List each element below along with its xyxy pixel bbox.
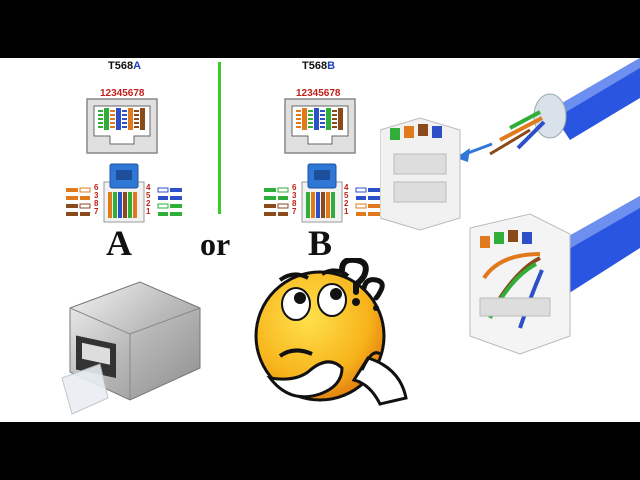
t568b-letter: B [327, 60, 336, 72]
t568b-rj45-socket-icon [284, 98, 356, 154]
t568a-letter: A [133, 60, 142, 72]
t568a-pin-numbers: 12345678 [100, 88, 145, 99]
ethernet-cable-icon [456, 58, 640, 162]
t568b-left-pair-numbers: 6 3 8 7 [292, 183, 297, 216]
thumbnail-canvas: T568A 12345678 [0, 58, 640, 422]
question-mark-icon [339, 258, 385, 311]
t568a-title: T568A [108, 60, 141, 72]
punchdown-photo-panel [380, 58, 640, 355]
t568b-prefix: T568 [302, 60, 328, 72]
punchdown-module-icon [380, 117, 461, 231]
t568b-right-pair-numbers: 4 5 2 1 [344, 183, 349, 216]
t568a-left-pair-numbers: 6 3 8 7 [94, 183, 99, 216]
thinking-emoji-icon [254, 268, 408, 406]
t568b-pin-numbers: 12345678 [296, 88, 341, 99]
t568a-keystone-jack-icon [66, 163, 182, 223]
t568b-keystone-jack-icon [264, 163, 380, 223]
t568b-title: T568B [302, 60, 335, 72]
center-divider [218, 62, 221, 214]
t568a-right-pair-numbers: 4 5 2 1 [146, 183, 151, 216]
or-word: or [200, 226, 231, 262]
t568a-rj45-socket-icon [86, 98, 158, 154]
t568b-big-letter: B [308, 223, 333, 263]
t568a-big-letter: A [106, 223, 132, 263]
shielded-keystone-icon [61, 281, 201, 415]
t568a-prefix: T568 [108, 60, 134, 72]
